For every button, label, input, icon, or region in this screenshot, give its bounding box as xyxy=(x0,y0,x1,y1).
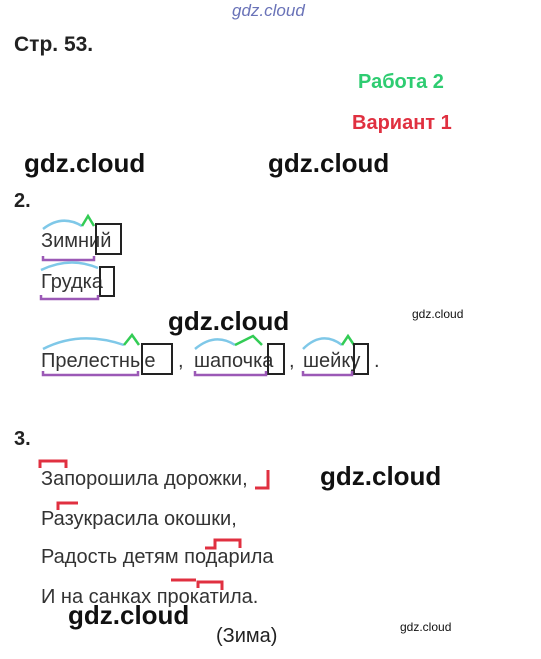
comma: , xyxy=(178,350,184,372)
variant-title: Вариант 1 xyxy=(352,112,452,134)
word-shapochka: шапочка xyxy=(194,350,274,372)
watermark-top: gdz.cloud xyxy=(232,1,305,20)
base-line xyxy=(39,295,100,301)
watermark-small: gdz.cloud xyxy=(412,307,464,321)
watermark: gdz.cloud xyxy=(24,148,146,178)
root-arc xyxy=(42,337,125,351)
poem-line-3: Радость детям подарила xyxy=(41,546,274,568)
poem-signature: (Зима) xyxy=(216,625,278,647)
task-2-number: 2. xyxy=(14,190,31,212)
comma-mark xyxy=(255,470,270,490)
word-grudka: Грудка xyxy=(41,271,103,293)
task-3-number: 3. xyxy=(14,428,31,450)
watermark: gdz.cloud xyxy=(68,600,190,630)
poem-line-1: Запорошила дорожки, xyxy=(41,468,248,490)
word-sheyku: шейку xyxy=(303,350,361,372)
watermark: gdz.cloud xyxy=(168,306,290,336)
word-prelestnye: Прелестные xyxy=(41,350,156,372)
root-arc xyxy=(40,261,99,272)
watermark: gdz.cloud xyxy=(320,461,442,491)
period: . xyxy=(374,350,380,372)
comma: , xyxy=(289,350,295,372)
suffix-mark xyxy=(80,213,96,227)
suffix-mark xyxy=(234,334,263,347)
suffix-mark xyxy=(340,333,356,346)
base-line xyxy=(41,256,96,262)
suffix-mark xyxy=(123,332,141,346)
poem-line-2: Разукрасила окошки, xyxy=(41,508,237,530)
root-arc xyxy=(194,338,236,350)
poem-line-4: И на санках прокатила. xyxy=(41,586,259,608)
watermark: gdz.cloud xyxy=(268,148,390,178)
vowel-mark xyxy=(38,459,68,468)
page-label: Стр. 53. xyxy=(14,33,94,56)
watermark-small: gdz.cloud xyxy=(400,620,452,634)
work-title: Работа 2 xyxy=(358,71,444,93)
root-arc xyxy=(42,219,83,230)
root-arc xyxy=(302,337,343,350)
word-zimniy: Зимний xyxy=(41,230,112,252)
